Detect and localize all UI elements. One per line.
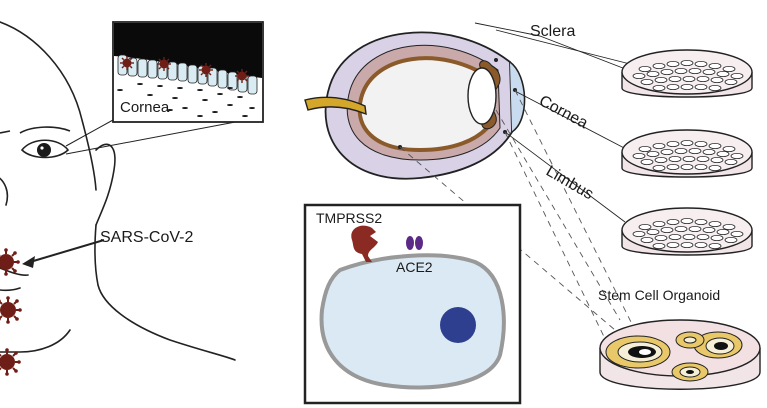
cornea-label: Cornea bbox=[536, 93, 590, 133]
sars-cov-2-particles bbox=[0, 247, 23, 377]
dish-limbus bbox=[621, 207, 753, 256]
dashed-lines bbox=[399, 89, 641, 346]
ace2-label: ACE2 bbox=[396, 259, 433, 275]
head-outline bbox=[0, 21, 236, 361]
cornea-inset: Cornea bbox=[112, 21, 264, 123]
organoid-label: Stem Cell Organoid bbox=[598, 287, 720, 303]
virus-arrow bbox=[22, 239, 105, 268]
dish-cornea bbox=[621, 129, 753, 178]
eyeball bbox=[304, 31, 526, 180]
sclera-label: Sclera bbox=[530, 23, 575, 40]
eye-small bbox=[0, 126, 71, 159]
limbus-label: Limbus bbox=[543, 163, 596, 204]
cornea-inset-label: Cornea bbox=[120, 99, 170, 116]
dish-organoid bbox=[599, 319, 761, 390]
tmprss2-label: TMPRSS2 bbox=[316, 210, 382, 226]
connection-lines bbox=[474, 22, 631, 223]
cell-inset: TMPRSS2 ACE2 bbox=[303, 203, 522, 405]
zoom-lines bbox=[65, 119, 247, 155]
virus-label: SARS-CoV-2 bbox=[100, 229, 193, 246]
dish-sclera bbox=[621, 49, 753, 98]
